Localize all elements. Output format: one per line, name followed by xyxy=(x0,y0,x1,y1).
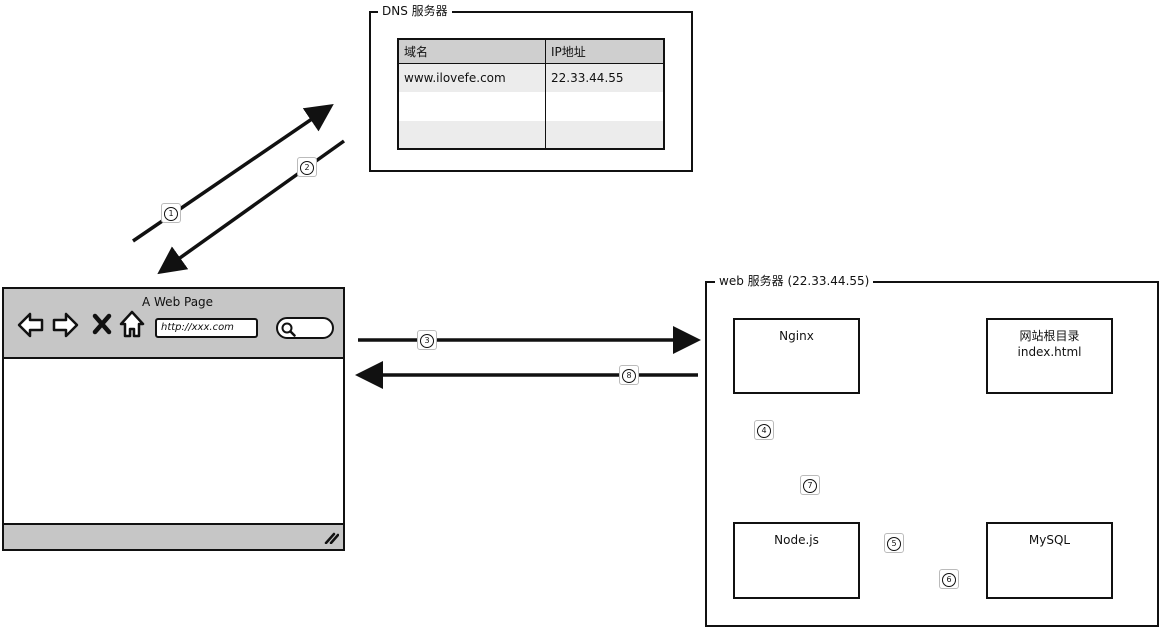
dns-table-header: 域名 IP地址 xyxy=(398,39,664,63)
nginx-label: Nginx xyxy=(779,329,814,343)
step-badge-7: 7 xyxy=(800,475,820,495)
browser-statusbar xyxy=(4,523,343,549)
web-root-file: index.html xyxy=(1017,345,1082,359)
step-badge-2: 2 xyxy=(297,157,317,177)
browser-toolbar: A Web Page http://xxx.com xyxy=(4,289,343,359)
search-input[interactable] xyxy=(276,317,334,339)
web-server-title: web 服务器 (22.33.44.55) xyxy=(715,274,874,288)
step-badge-1: 1 xyxy=(161,203,181,223)
dns-header-domain: 域名 xyxy=(404,44,429,59)
dns-cell-domain xyxy=(398,121,546,149)
web-root-box: 网站根目录 index.html xyxy=(986,318,1113,394)
dns-cell-ip xyxy=(545,121,664,149)
table-row xyxy=(398,121,664,149)
mysql-box: MySQL xyxy=(986,522,1113,599)
url-input[interactable]: http://xxx.com xyxy=(155,318,258,338)
table-row xyxy=(398,92,664,121)
dns-server-title: DNS 服务器 xyxy=(378,4,452,18)
step-badge-6: 6 xyxy=(939,569,959,589)
mysql-label: MySQL xyxy=(1028,533,1071,547)
step-badge-4: 4 xyxy=(754,420,774,440)
search-icon xyxy=(281,322,296,337)
dns-cell-ip xyxy=(545,92,664,121)
dns-cell-domain xyxy=(398,92,546,121)
resize-grip-icon[interactable] xyxy=(323,530,339,544)
dns-cell-domain: www.ilovefe.com xyxy=(404,70,506,85)
table-row: www.ilovefe.com 22.33.44.55 xyxy=(398,63,664,92)
step-badge-5: 5 xyxy=(884,533,904,553)
step-badge-3: 3 xyxy=(417,330,437,350)
dns-table: 域名 IP地址 www.ilovefe.com 22.33.44.55 xyxy=(397,38,665,150)
nginx-box: Nginx xyxy=(733,318,860,394)
stop-icon[interactable] xyxy=(92,313,112,335)
back-arrow-icon[interactable] xyxy=(16,311,44,339)
forward-arrow-icon[interactable] xyxy=(52,311,80,339)
dns-cell-ip: 22.33.44.55 xyxy=(545,63,664,92)
step-badge-8: 8 xyxy=(619,365,639,385)
nodejs-label: Node.js xyxy=(774,533,819,547)
dns-header-ip: IP地址 xyxy=(545,39,664,63)
page-title: A Web Page xyxy=(142,295,214,309)
browser-window: A Web Page http://xxx.com xyxy=(2,287,345,551)
home-icon[interactable] xyxy=(118,309,146,339)
web-root-label: 网站根目录 xyxy=(1019,329,1080,343)
nodejs-box: Node.js xyxy=(733,522,860,599)
